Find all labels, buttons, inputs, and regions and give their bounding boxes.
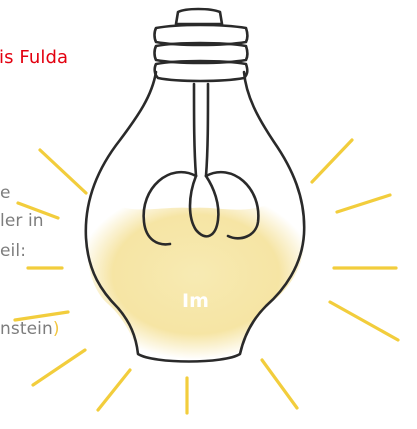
body-line-4-text: nstein [0,319,53,339]
body-line-1: e [0,183,11,203]
headline-text: is Fulda [0,47,69,68]
closing-paren: ) [52,319,60,339]
body-line-3: eil: [0,241,27,261]
body-line-2: ler in [0,211,44,231]
light-rays [13,138,400,415]
bulb-label: Im [182,290,210,312]
body-line-4: nstein) [0,321,60,338]
